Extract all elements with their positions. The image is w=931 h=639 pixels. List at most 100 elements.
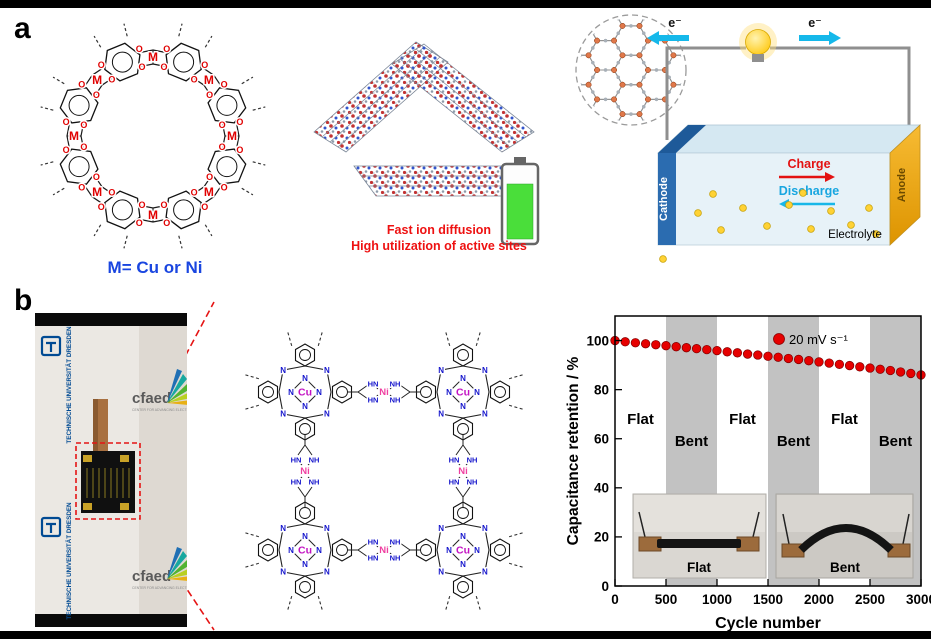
cathode-slab-top (658, 125, 706, 153)
aromatic-circle (173, 51, 195, 73)
nh-label: NH (390, 380, 401, 389)
benzene-ring (207, 148, 247, 185)
electrolyte-label: Electrolyte (828, 229, 882, 241)
benzene-ring (294, 501, 316, 525)
benzene-ring (257, 380, 279, 404)
nitrogen-label: N (324, 366, 330, 375)
lattice-atom-minor (604, 127, 607, 130)
linker-bond (399, 391, 411, 400)
benzene-ring (452, 501, 474, 525)
data-point (814, 357, 824, 367)
substituent-dash (178, 235, 183, 249)
linker-bond (374, 385, 379, 390)
lattice-atom-minor (616, 90, 620, 94)
oxygen-label: O (191, 74, 198, 84)
tu-logo-glyph (40, 335, 62, 357)
lattice-atom (636, 23, 643, 29)
feather-stripe (167, 383, 187, 403)
aromatic-circle (216, 94, 238, 116)
ion (694, 209, 702, 217)
lattice-atom-minor (591, 75, 595, 80)
lattice-atom (688, 112, 693, 117)
aromatic-circle (68, 156, 90, 178)
lattice-atom-minor (642, 90, 646, 94)
nitrogen-label: N (288, 388, 294, 397)
lattice-atom-minor (693, 105, 696, 108)
lattice-atom (645, 9, 650, 14)
nitrogen-label: N (438, 568, 444, 577)
region-label: Flat (627, 411, 654, 428)
data-point (804, 356, 814, 366)
aromatic-circle (299, 423, 311, 435)
nitrogen-label: N (280, 524, 286, 533)
substituent-dash (204, 224, 213, 237)
mof-2d-group: NNNNNNNNCuNNNNNNNNCuNNNNNNNNCuNNNNNNNNCu… (245, 332, 523, 610)
data-point (620, 337, 630, 347)
data-point (875, 364, 885, 374)
lattice-atom (688, 23, 693, 28)
data-point (793, 354, 804, 365)
lattice-atom (696, 67, 701, 72)
feather-stripe (167, 369, 182, 403)
benzene-ring (415, 538, 437, 562)
x-tick-label: 2500 (855, 592, 885, 607)
metal-label: M (227, 129, 237, 143)
lattice-atom (611, 9, 616, 14)
continuation-dash (317, 595, 323, 610)
nitrogen-label: N (280, 568, 286, 577)
nitrogen-label: N (460, 374, 466, 383)
substituent-dash (123, 235, 128, 249)
data-point (630, 338, 641, 348)
lattice-atom (688, 53, 693, 58)
aromatic-circle (494, 544, 506, 556)
nh-label: HN (291, 456, 302, 465)
device-photo: TECHNISCHE UNIVERSITÄT DRESDEN cfaed CEN… (35, 313, 187, 627)
nitrogen-label: N (446, 546, 452, 555)
data-point (763, 351, 773, 361)
linker-bond (389, 385, 394, 390)
lattice-atom-minor (616, 105, 620, 109)
aromatic-circle (173, 199, 195, 221)
zoom-highlight-box (75, 442, 141, 520)
lattice-atom-minor (579, 24, 582, 28)
linker-bond (304, 444, 313, 456)
continuation-dash (508, 532, 523, 538)
lattice-atom (670, 111, 677, 117)
aromatic-circle (336, 386, 348, 398)
lattice-atom (585, 23, 592, 29)
cfaed-logo-bottom: cfaed CENTER FOR ADVANCING ELECTRONICS D… (132, 547, 187, 590)
metal-label: M (204, 73, 214, 87)
continuation-dash (508, 374, 523, 380)
ion (827, 207, 835, 215)
aromatic-circle (494, 386, 506, 398)
battery-cap (514, 157, 526, 165)
region-label: Bent (675, 433, 708, 450)
oxygen-label: O (236, 117, 243, 127)
nitrogen-label: N (302, 560, 308, 569)
metal-label: M (92, 185, 102, 199)
continuation-dash (245, 404, 260, 410)
linker-bond (399, 384, 411, 393)
legend-label: 20 mV s⁻¹ (789, 332, 849, 347)
nitrogen-label: N (460, 560, 466, 569)
pc-inner-ring (290, 377, 320, 407)
continuation-dash (245, 562, 260, 568)
linker-bond (298, 461, 303, 466)
lattice-atom-minor (680, 112, 683, 116)
benzene-ring (415, 380, 437, 404)
data-point (773, 352, 783, 362)
data-point (865, 363, 875, 373)
lattice-atom-minor (629, 83, 633, 87)
linker-bond (357, 384, 369, 393)
lattice-atom (620, 141, 625, 146)
lattice-atom (645, 67, 651, 73)
pc-inner-ring (448, 377, 478, 407)
cfaed-text-bottom: cfaed (132, 568, 171, 585)
feather-stripe (167, 547, 182, 579)
x-tick-label: 1000 (702, 592, 732, 607)
electron-label-left: e⁻ (668, 16, 682, 30)
lattice-atom (636, 111, 643, 117)
oxygen-label: O (221, 79, 228, 89)
inset-bent-device (798, 524, 894, 553)
